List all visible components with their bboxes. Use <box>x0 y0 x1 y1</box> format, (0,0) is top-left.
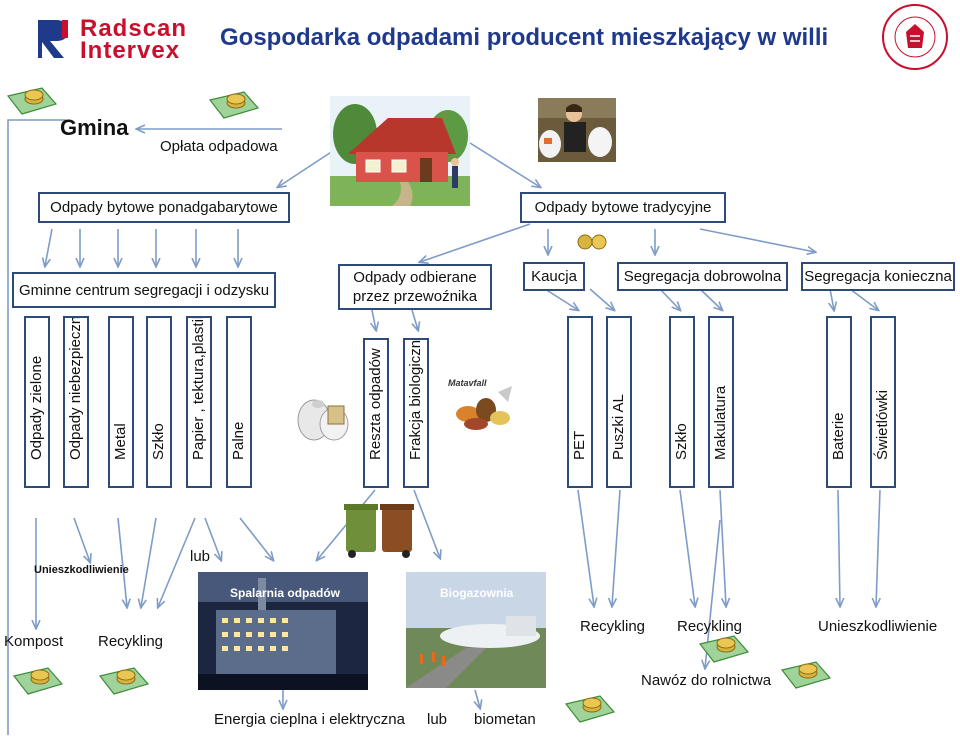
house-image <box>330 96 470 206</box>
col-makulatura: Makulatura <box>708 316 734 488</box>
col-pet: PET <box>567 316 593 488</box>
page-title: Gospodarka odpadami producent mieszkając… <box>220 24 829 51</box>
box-segregacja-konieczna: Segregacja konieczna <box>801 262 955 291</box>
coins-icon <box>577 234 607 250</box>
biogazownia-label: Biogazownia <box>440 586 514 600</box>
col-label: Frakcja biologiczna <box>407 338 424 460</box>
money-icon <box>208 91 260 119</box>
logo-mark-icon <box>38 20 68 58</box>
incinerator-image <box>198 572 368 690</box>
recykling-left-label: Recykling <box>98 633 164 650</box>
zpp-seal <box>880 2 950 72</box>
col-label: Świetlówki <box>874 389 891 460</box>
recykling-b-label: Recykling <box>677 618 743 635</box>
spalarnia-photo: Spalarnia odpadów <box>198 572 368 690</box>
col-swietlowki: Świetlówki <box>870 316 896 488</box>
waste-bins-image <box>344 504 414 558</box>
money-icon <box>6 87 58 115</box>
col-frakcja: Frakcja biologiczna <box>403 338 429 488</box>
col-puszki: Puszki AL <box>606 316 632 488</box>
oplata-label: Opłata odpadowa <box>160 138 278 155</box>
logo-text-radscan: Radscan <box>80 15 188 42</box>
money-icon <box>780 661 832 689</box>
col-palne: Palne <box>226 316 252 488</box>
box-ponadgabarytowe: Odpady bytowe ponadgabarytowe <box>38 192 290 223</box>
unieszkodliwienie-left: Unieszkodliwienie <box>34 564 129 576</box>
seal-icon <box>882 4 948 70</box>
col-label: Odpady niebezpieczne <box>67 316 84 460</box>
matavfall-label: Matavfall <box>448 378 487 388</box>
col-label: Szkło <box>150 423 167 460</box>
biometan-label: biometan <box>474 711 536 728</box>
gmina-label: Gmina <box>60 115 129 140</box>
col-odpady-niebezpieczne: Odpady niebezpieczne <box>63 316 89 488</box>
biogas-plant-image <box>406 572 546 688</box>
recykling-a-label: Recykling <box>580 618 646 635</box>
box-przewoznik: Odpady odbierane przez przewoźnika <box>338 264 492 310</box>
col-label: Szkło <box>673 423 690 460</box>
col-metal: Metal <box>108 316 134 488</box>
food-waste-icon <box>456 386 512 430</box>
col-label: Papier , tektura,plastik <box>190 316 207 460</box>
col-reszta: Reszta odpadów <box>363 338 389 488</box>
col-szklo-right: Szkło <box>669 316 695 488</box>
matavfall-image: Matavfall <box>442 370 518 436</box>
col-papier: Papier , tektura,plastik <box>186 316 212 488</box>
col-label: Baterie <box>830 412 847 460</box>
unieszkodliwienie-right: Unieszkodliwienie <box>818 618 938 635</box>
col-baterie: Baterie <box>826 316 852 488</box>
money-icon <box>98 667 150 695</box>
money-icon <box>12 667 64 695</box>
box-tradycyjne: Odpady bytowe tradycyjne <box>520 192 726 223</box>
spalarnia-label: Spalarnia odpadów <box>230 586 341 600</box>
col-label: Makulatura <box>712 385 729 460</box>
col-label: PET <box>571 430 588 460</box>
energia-label: Energia cieplna i elektryczna <box>214 711 405 728</box>
nawoz-label: Nawóz do rolnictwa <box>641 672 772 689</box>
col-szklo-left: Szkło <box>146 316 172 488</box>
box-segregacja-dobrowolna: Segregacja dobrowolna <box>617 262 788 291</box>
logo-text-intervex: Intervex <box>80 37 181 64</box>
garbage-bags-image <box>297 399 349 441</box>
box-kaucja: Kaucja <box>523 262 585 291</box>
col-odpady-zielone: Odpady zielone <box>24 316 50 488</box>
money-icon <box>698 635 750 663</box>
col-label: Reszta odpadów <box>367 348 384 460</box>
biogazownia-photo: Biogazownia <box>406 572 546 688</box>
money-icon <box>564 695 616 723</box>
shopper-photo <box>538 98 616 162</box>
col-label: Palne <box>230 421 247 460</box>
col-label: Metal <box>112 423 129 460</box>
col-label: Puszki AL <box>610 394 627 460</box>
radscan-logo: Radscan Intervex <box>36 15 216 64</box>
col-label: Odpady zielone <box>28 355 45 460</box>
lub-label-1: lub <box>190 548 211 565</box>
lub-label-2: lub <box>427 711 448 728</box>
box-gminne-centrum: Gminne centrum segregacji i odzysku <box>12 272 276 308</box>
kompost-label: Kompost <box>4 633 64 650</box>
